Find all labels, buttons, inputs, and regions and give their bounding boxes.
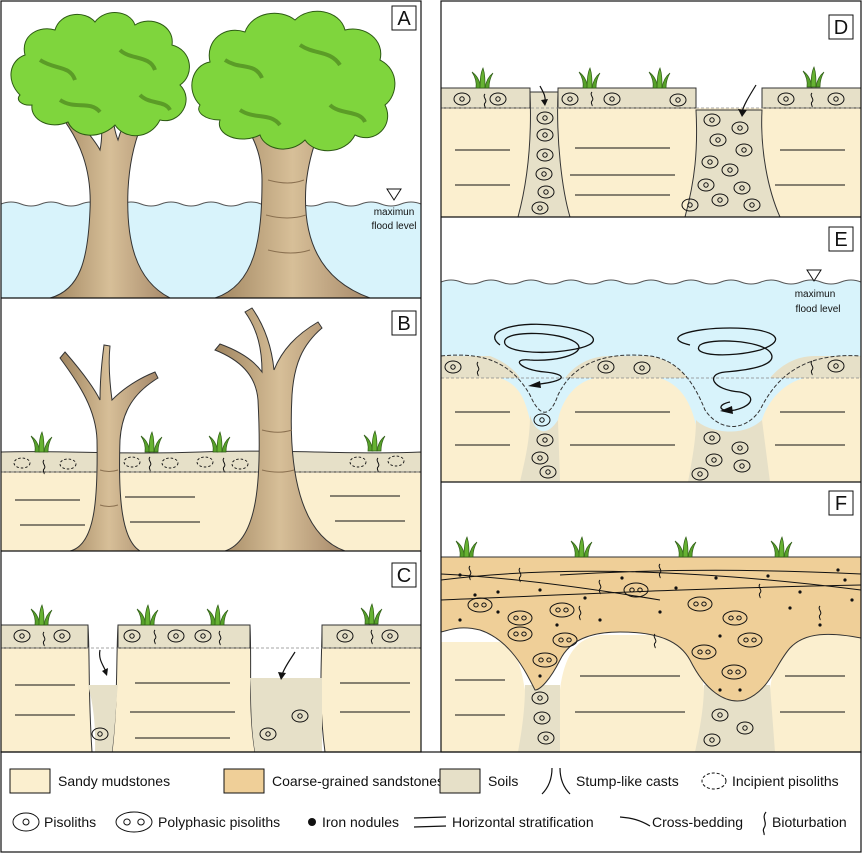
panel-c bbox=[1, 551, 421, 752]
panel-label-e: E bbox=[834, 229, 847, 251]
stump-cast-fill bbox=[520, 415, 560, 482]
panel-b bbox=[1, 298, 421, 551]
panel-e: maximun flood level bbox=[441, 217, 861, 482]
iron-nodule-icon bbox=[308, 818, 316, 826]
legend-label: Sandy mudstones bbox=[58, 773, 170, 789]
sandy-mudstone-layer bbox=[441, 108, 861, 217]
flood-level-marker bbox=[806, 269, 822, 282]
scour-surface bbox=[441, 354, 861, 427]
flood-water bbox=[1, 201, 421, 298]
panel-a: maximun flood level bbox=[1, 1, 421, 298]
legend-label: Incipient pisoliths bbox=[732, 773, 839, 789]
stump-cast-fill bbox=[250, 678, 322, 752]
legend-label: Coarse-grained sandstones bbox=[272, 773, 444, 789]
panel-label-box bbox=[828, 14, 854, 40]
legend-label: Soils bbox=[488, 773, 518, 789]
panel-label-c: C bbox=[397, 565, 411, 587]
legend-label: Bioturbation bbox=[772, 814, 847, 830]
stump-cast-icon bbox=[541, 767, 571, 795]
incipient-pisolith-icon bbox=[701, 772, 727, 790]
legend-swatch-sandy-mudstone bbox=[9, 768, 51, 794]
panel-d bbox=[441, 1, 861, 217]
panel-label-box bbox=[391, 310, 417, 336]
legend-label: Polyphasic pisoliths bbox=[158, 814, 280, 830]
sandy-mudstone-layer bbox=[441, 635, 861, 752]
tree-canopy bbox=[191, 10, 396, 152]
panel-label-d: D bbox=[834, 17, 848, 39]
legend-label: Horizontal stratification bbox=[452, 814, 594, 830]
coarse-sandstone-layer bbox=[441, 556, 861, 702]
polyphasic-pisolith-icon bbox=[115, 811, 153, 833]
flood-level-marker bbox=[386, 188, 402, 201]
flood-note-line2: flood level bbox=[795, 304, 840, 315]
soil-layer bbox=[1, 450, 421, 473]
panel-label-box bbox=[391, 5, 417, 31]
cross-bedding-icon bbox=[619, 816, 651, 827]
panel-label-b: B bbox=[397, 313, 410, 335]
pisolith-icon bbox=[12, 812, 40, 832]
panel-label-f: F bbox=[835, 493, 847, 515]
panel-label-box bbox=[828, 490, 854, 516]
dead-tree bbox=[59, 344, 159, 551]
legend-label: Pisoliths bbox=[44, 814, 96, 830]
sandy-mudstone-layer bbox=[441, 378, 861, 482]
panel-label-box bbox=[391, 562, 417, 588]
dead-tree bbox=[214, 307, 346, 551]
flood-note-line1: maximun bbox=[374, 207, 415, 218]
stump-cast-fill bbox=[518, 685, 560, 752]
vortex bbox=[494, 323, 594, 385]
legend-swatch-coarse-sandstone bbox=[223, 768, 265, 794]
iron-nodules bbox=[458, 568, 854, 692]
horizontal-stratification-icon bbox=[413, 816, 447, 828]
tree-canopy bbox=[10, 12, 190, 137]
panel-label-a: A bbox=[397, 8, 411, 30]
legend: Sandy mudstones Coarse-grained sandstone… bbox=[9, 767, 847, 836]
stump-cast-fill bbox=[695, 685, 775, 752]
sandy-mudstone-layer bbox=[1, 472, 421, 551]
legend-label: Cross-bedding bbox=[652, 814, 743, 830]
legend-label: Iron nodules bbox=[322, 814, 399, 830]
stump-cast-fill bbox=[88, 685, 118, 752]
vortex bbox=[677, 327, 777, 412]
legend-swatch-soils bbox=[439, 768, 481, 794]
flood-note-line2: flood level bbox=[371, 221, 416, 232]
panel-f bbox=[441, 482, 861, 752]
legend-label: Stump-like casts bbox=[576, 773, 679, 789]
soil-layer bbox=[441, 87, 861, 109]
bioturbation-icon bbox=[762, 811, 767, 836]
flood-note-line1: maximun bbox=[795, 289, 836, 300]
panel-label-box bbox=[828, 226, 854, 252]
soil-layer bbox=[441, 356, 861, 378]
sandy-mudstone-block bbox=[111, 624, 256, 752]
stump-cast-fill bbox=[517, 91, 571, 217]
